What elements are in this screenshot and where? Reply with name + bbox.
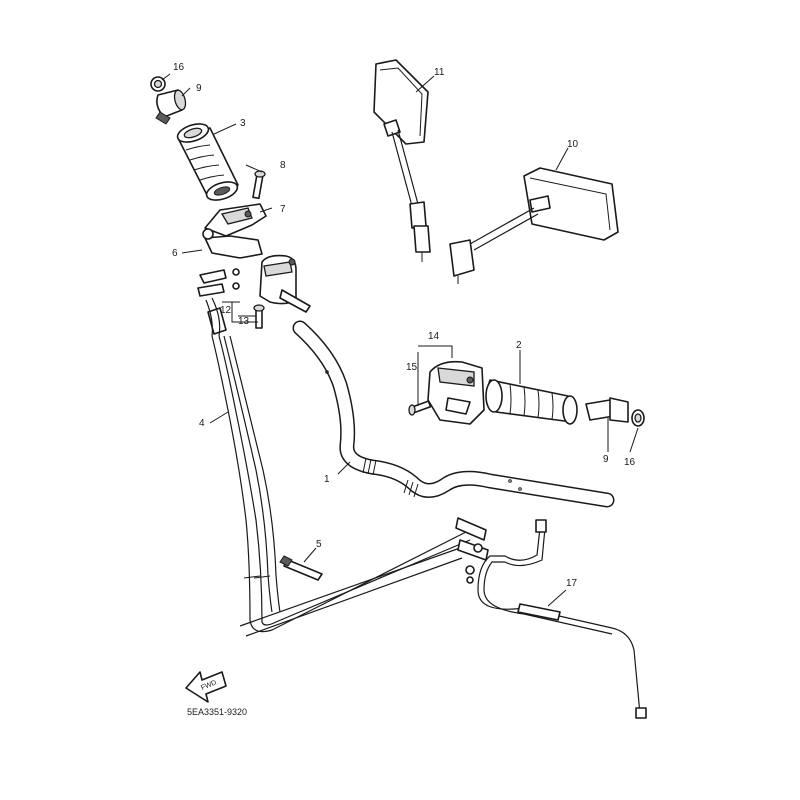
throttle-grip[interactable] [485, 379, 578, 425]
callout-12: 12 [220, 305, 232, 316]
callout-17: 17 [566, 578, 578, 589]
callout-6: 6 [172, 248, 178, 259]
callout-4: 4 [199, 418, 205, 429]
cable-end-fittings[interactable] [455, 517, 489, 584]
callout-2: 2 [516, 340, 522, 351]
callout-3: 3 [240, 118, 246, 129]
right-switch-screw[interactable] [408, 400, 432, 416]
callout-15: 15 [406, 362, 418, 373]
diagram-code: 5EA3351-9320 [187, 707, 247, 717]
callout-16-right: 16 [624, 457, 636, 468]
callout-8: 8 [280, 160, 286, 171]
cable-sleeve-marks [243, 575, 271, 579]
callout-5: 5 [316, 539, 322, 550]
right-grip-end-cap[interactable] [631, 409, 645, 427]
left-grip-end-cap[interactable] [150, 76, 166, 92]
forward-arrow-icon: FWD [185, 671, 227, 703]
cable-band[interactable] [279, 555, 323, 581]
callout-9-top: 9 [196, 83, 202, 94]
callout-10: 10 [567, 139, 579, 150]
clutch-cable[interactable] [477, 519, 647, 719]
callout-1: 1 [324, 474, 330, 485]
callout-7: 7 [280, 204, 286, 215]
left-grip[interactable] [175, 120, 239, 203]
handlebar[interactable] [292, 320, 615, 508]
callout-14: 14 [428, 331, 440, 342]
leader-lines [161, 73, 639, 607]
left-clamp-screw[interactable] [253, 304, 265, 329]
right-switch-housing[interactable] [427, 360, 485, 425]
callout-11: 11 [434, 67, 445, 78]
right-bar-end-weight[interactable] [585, 397, 629, 423]
right-mirror[interactable] [449, 167, 619, 284]
left-switch-housing[interactable] [202, 203, 267, 259]
callout-9-right: 9 [603, 454, 609, 465]
left-switch-screw[interactable] [252, 170, 266, 200]
left-control-unit[interactable] [259, 254, 311, 313]
callout-16-top: 16 [173, 62, 185, 73]
callout-13: 13 [238, 316, 250, 327]
left-bar-end-weight[interactable] [155, 89, 187, 125]
left-mirror[interactable] [373, 59, 431, 262]
throttle-cable[interactable] [205, 297, 487, 633]
